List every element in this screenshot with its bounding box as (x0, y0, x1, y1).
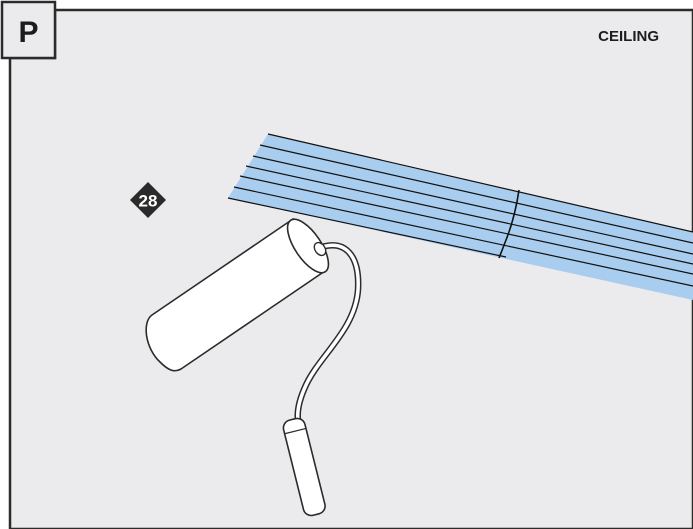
roller-axle-hub (313, 241, 327, 257)
view-label: CEILING (598, 28, 659, 45)
tape-strip (227, 133, 693, 300)
step-badge: 28 (130, 182, 166, 218)
diamond-step-badge-icon (130, 182, 166, 218)
tape-cut-line (498, 189, 520, 259)
panel-letter-tab (0, 0, 57, 60)
roller-end-cap (286, 218, 330, 274)
roller-cylinder (145, 217, 324, 372)
tape-strip-lines (227, 133, 693, 287)
roller-grip (282, 417, 326, 517)
step-number: 28 (139, 192, 158, 211)
tape-strip-body (228, 134, 693, 300)
panel-letter: P (18, 16, 38, 49)
paint-roller-icon (145, 217, 362, 517)
